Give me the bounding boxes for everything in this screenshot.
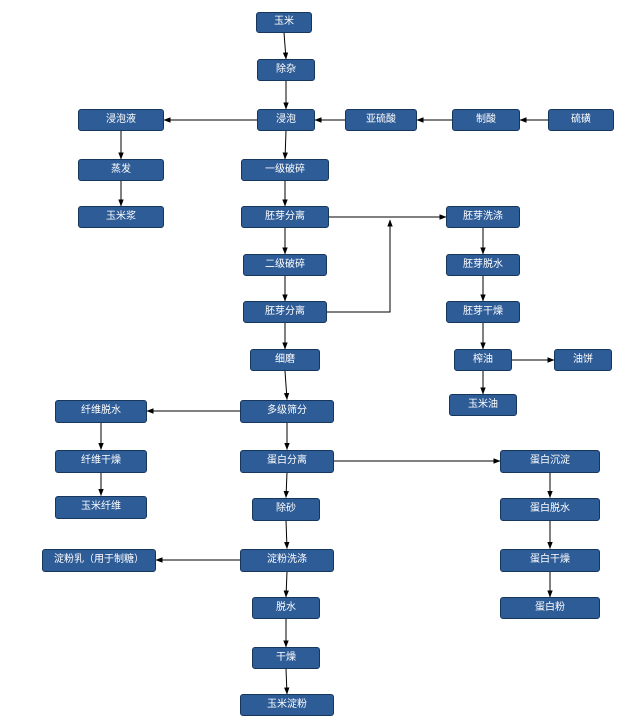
flow-arrow-starch-washing-to-dewatering xyxy=(283,571,289,598)
flow-arrow-germ-separation-2-to-germ-washing xyxy=(327,219,393,313)
node-corn-steep-liquor: 玉米浆 xyxy=(78,206,164,228)
node-germ-washing: 胚芽洗涤 xyxy=(446,206,520,228)
flow-arrow-fine-grinding-to-multi-stage-sieving xyxy=(283,370,290,400)
node-germ-dewatering: 胚芽脱水 xyxy=(446,254,520,276)
node-sulfur: 硫磺 xyxy=(548,109,614,131)
node-starch-milk: 淀粉乳（用于制糖） xyxy=(42,548,156,572)
node-germ-separation-1: 胚芽分离 xyxy=(241,206,329,228)
node-sulfurous-acid: 亚硫酸 xyxy=(345,109,417,131)
node-secondary-crushing: 二级破碎 xyxy=(243,254,327,276)
node-corn-fiber: 玉米纤维 xyxy=(55,495,147,519)
node-corn: 玉米 xyxy=(256,11,312,33)
node-impurity-removal: 除杂 xyxy=(257,59,315,81)
flow-arrow-sand-removal-to-starch-washing xyxy=(284,520,290,549)
node-evaporation: 蒸发 xyxy=(78,159,164,181)
flow-arrow-corn-to-impurity-removal xyxy=(282,32,289,60)
node-dewatering: 脱水 xyxy=(252,597,320,619)
node-corn-starch: 玉米淀粉 xyxy=(240,694,334,716)
node-acid-production: 制酸 xyxy=(452,109,520,131)
node-germ-separation-2: 胚芽分离 xyxy=(243,301,327,323)
flow-arrow-protein-separation-to-sand-removal xyxy=(283,472,289,498)
node-protein-dewatering: 蛋白脱水 xyxy=(500,497,600,521)
node-oil-pressing: 榨油 xyxy=(454,349,512,371)
node-fiber-drying: 纤维干燥 xyxy=(55,449,147,473)
node-primary-crushing: 一级破碎 xyxy=(241,159,329,181)
node-protein-separation: 蛋白分离 xyxy=(240,449,334,473)
node-soaking: 浸泡 xyxy=(257,109,315,131)
node-protein-powder: 蛋白粉 xyxy=(500,597,600,619)
node-corn-oil: 玉米油 xyxy=(449,394,517,416)
node-starch-washing: 淀粉洗涤 xyxy=(240,548,334,572)
node-germ-drying: 胚芽干燥 xyxy=(446,301,520,323)
node-steep-liquid: 浸泡液 xyxy=(78,109,164,131)
node-protein-drying: 蛋白干燥 xyxy=(500,548,600,572)
node-oil-cake: 油饼 xyxy=(554,349,612,371)
flow-arrow-soaking-to-primary-crushing xyxy=(282,130,288,160)
node-sand-removal: 除砂 xyxy=(252,497,320,521)
flow-arrow-drying-to-corn-starch xyxy=(284,668,290,695)
node-fine-grinding: 细磨 xyxy=(250,349,320,371)
node-protein-precipitation: 蛋白沉淀 xyxy=(500,449,600,473)
node-multi-stage-sieving: 多级筛分 xyxy=(240,399,334,423)
node-fiber-dewatering: 纤维脱水 xyxy=(55,399,147,423)
node-drying: 干燥 xyxy=(252,647,320,669)
